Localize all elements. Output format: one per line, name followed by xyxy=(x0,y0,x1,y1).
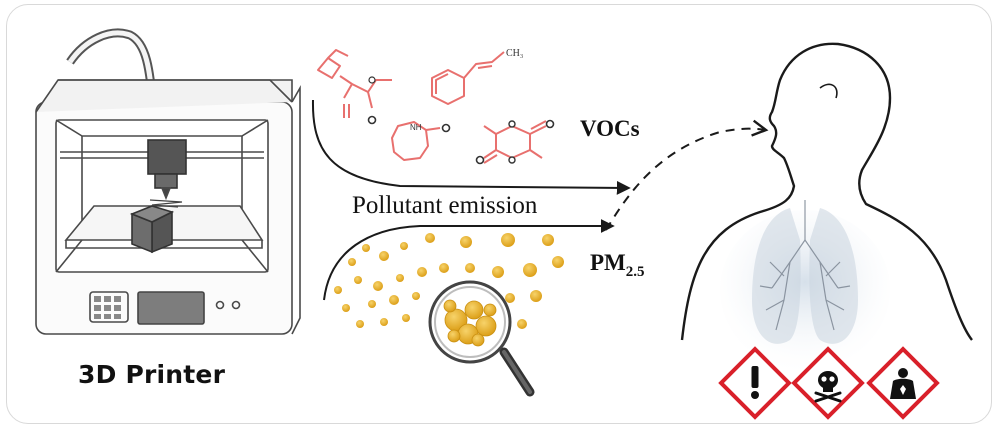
pm-particle xyxy=(348,258,356,266)
pm-particle xyxy=(425,233,435,243)
human-silhouette xyxy=(680,42,973,370)
molecule-methacrylate xyxy=(317,49,392,125)
pm-particle xyxy=(354,276,362,284)
pm-particle xyxy=(492,266,504,278)
emission-arrows xyxy=(311,99,769,301)
voc-molecules xyxy=(317,49,555,165)
pm-particle xyxy=(380,318,388,326)
pm-particle xyxy=(334,286,342,294)
voc-flow-arrow xyxy=(311,99,631,195)
pm-particle xyxy=(439,263,449,273)
pm-particle xyxy=(362,244,370,252)
inhalation-dashed-arrow xyxy=(605,119,769,231)
pm-particle xyxy=(460,236,472,248)
pm-particle xyxy=(465,263,475,273)
pm-flow-arrow xyxy=(323,219,615,301)
pm-particle xyxy=(412,292,420,300)
pm-particle xyxy=(379,251,389,261)
pm25-label: PM2.5 xyxy=(590,250,645,281)
caprolactam-nh-label: NH xyxy=(410,123,422,132)
health-hazard-icon xyxy=(866,346,940,420)
lungs xyxy=(752,208,858,344)
pm-particle xyxy=(523,263,537,277)
molecule-lactide xyxy=(475,119,555,165)
pm-particle xyxy=(389,295,399,305)
pollutant-emission-label: Pollutant emission xyxy=(352,192,538,219)
pm-particle xyxy=(517,319,527,329)
pm-particle xyxy=(530,290,542,302)
pm-particle xyxy=(400,242,408,250)
methyl-group-label: CH₃ xyxy=(506,48,523,59)
pm-particle xyxy=(552,256,564,268)
pm-particle xyxy=(342,304,350,312)
pm-particle xyxy=(501,233,515,247)
exclamation-mark-hazard-icon xyxy=(718,346,792,420)
pm-particle xyxy=(373,281,383,291)
pm-particle xyxy=(417,267,427,277)
pm-particle xyxy=(368,300,376,308)
pm-particle xyxy=(402,314,410,322)
pm-label-subscript: 2.5 xyxy=(625,264,645,280)
pm-particle xyxy=(542,234,554,246)
pm-particles xyxy=(334,233,564,329)
skull-crossbones-hazard-icon xyxy=(791,346,865,420)
vocs-label: VOCs xyxy=(580,116,640,141)
magnifier-icon xyxy=(428,280,535,397)
printer-illustration xyxy=(35,28,301,335)
pm-particle xyxy=(505,293,515,303)
pm-particle xyxy=(356,320,364,328)
pm-particle xyxy=(396,274,404,282)
molecule-caprolactam xyxy=(391,121,451,161)
molecule-styrene xyxy=(431,51,505,105)
pm-label-main: PM xyxy=(590,250,626,275)
printer-label: 3D Printer xyxy=(78,360,226,389)
